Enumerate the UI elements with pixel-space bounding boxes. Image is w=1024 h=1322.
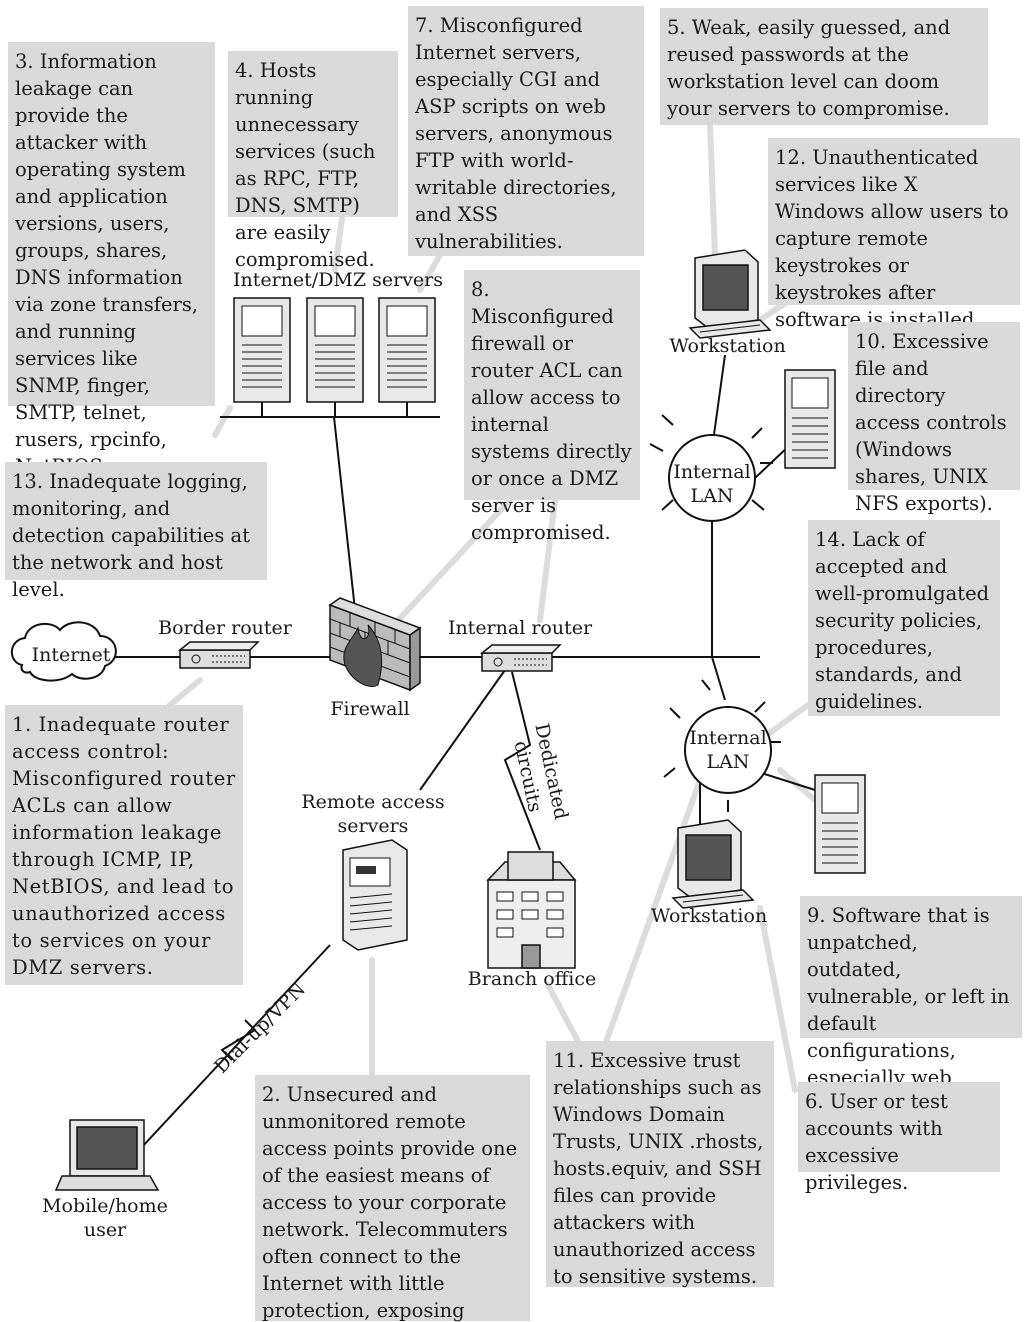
lan-to-server-10 xyxy=(754,444,791,479)
dmz-servers-label: Internet/DMZ servers xyxy=(232,269,444,291)
note-11-trust-relationships: 11. Excessive trust relationships such a… xyxy=(546,1041,774,1288)
lan-to-workstation-top xyxy=(712,354,726,443)
callout-line-1 xyxy=(167,677,203,708)
callout-line-5 xyxy=(707,122,718,258)
note-9-unpatched-software: 9. Software that is unpatched, outdated,… xyxy=(800,896,1022,1116)
note-3-information-leakage: 3. Information leakage can provide the a… xyxy=(8,42,215,478)
note-2-remote-access-points: 2. Unsecured and unmonitored remote acce… xyxy=(255,1075,530,1322)
workstation-bottom-icon xyxy=(671,819,755,909)
laptop-icon xyxy=(54,1119,160,1191)
callout-line-11b xyxy=(545,982,583,1048)
callout-line-14 xyxy=(757,697,818,743)
internal-lan-bottom-circle xyxy=(684,706,772,794)
internal-lan-bottom-label: Internal LAN xyxy=(689,727,767,773)
dedicated-circuit-link xyxy=(503,671,541,851)
dmz-to-firewall-line xyxy=(333,416,356,611)
callout-line-8b xyxy=(537,497,558,623)
remote-access-server-icon xyxy=(342,839,408,951)
border-router-icon xyxy=(177,641,260,669)
border-router-label: Border router xyxy=(158,617,292,639)
internet-label: Internet xyxy=(31,644,111,666)
internal-lan-top-label: Internal LAN xyxy=(673,461,751,507)
server-9-icon xyxy=(814,774,866,874)
note-14-security-policies: 14. Lack of accepted and well-promulgate… xyxy=(808,520,1000,716)
internal-router-icon xyxy=(479,644,562,672)
note-12-unauthenticated-services: 12. Unauthenticated services like X Wind… xyxy=(768,138,1020,331)
callout-line-3 xyxy=(212,405,233,438)
workstation-top-label: Workstation xyxy=(669,335,786,357)
router-to-remote-access xyxy=(419,669,506,791)
server-10-icon xyxy=(784,369,836,469)
branch-office-label: Branch office xyxy=(467,968,597,990)
firewall-icon xyxy=(328,597,422,692)
branch-office-icon xyxy=(486,851,577,969)
note-4-unnecessary-services: 4. Hosts running unnecessary services (s… xyxy=(228,51,398,271)
internal-lan-top-circle xyxy=(668,434,756,522)
note-13-logging: 13. Inadequate logging, monitoring, and … xyxy=(5,462,267,601)
note-1-router-access-control: 1. Inadequate router access control: Mis… xyxy=(5,705,243,985)
lan-bottom-uplink xyxy=(711,656,726,701)
callout-line-11a xyxy=(602,777,703,1048)
dialup-link xyxy=(127,944,331,1163)
workstation-top-icon xyxy=(688,249,772,339)
note-5-weak-passwords: 5. Weak, easily guessed, and reused pass… xyxy=(660,8,988,125)
callout-line-4 xyxy=(332,215,345,273)
note-6-excessive-privileges: 6. User or test accounts with excessive … xyxy=(798,1082,1000,1194)
internet-cloud-icon xyxy=(10,621,117,682)
note-8-firewall-acl: 8. Misconfigured firewall or router ACL … xyxy=(464,270,640,544)
note-10-access-controls: 10. Excessive file and directory access … xyxy=(848,322,1020,515)
callout-line-7 xyxy=(417,252,443,293)
mobile-user-label: Mobile/home user xyxy=(42,1195,168,1241)
firewall-label: Firewall xyxy=(330,698,410,720)
workstation-bottom-label: Workstation xyxy=(650,905,768,927)
callout-line-8a xyxy=(377,497,513,643)
internal-router-label: Internal router xyxy=(447,617,593,639)
note-7-misconfigured-servers: 7. Misconfigured Internet servers, espec… xyxy=(408,6,644,256)
remote-access-servers-label: Remote access servers xyxy=(301,791,445,837)
callout-line-6 xyxy=(757,905,798,1093)
